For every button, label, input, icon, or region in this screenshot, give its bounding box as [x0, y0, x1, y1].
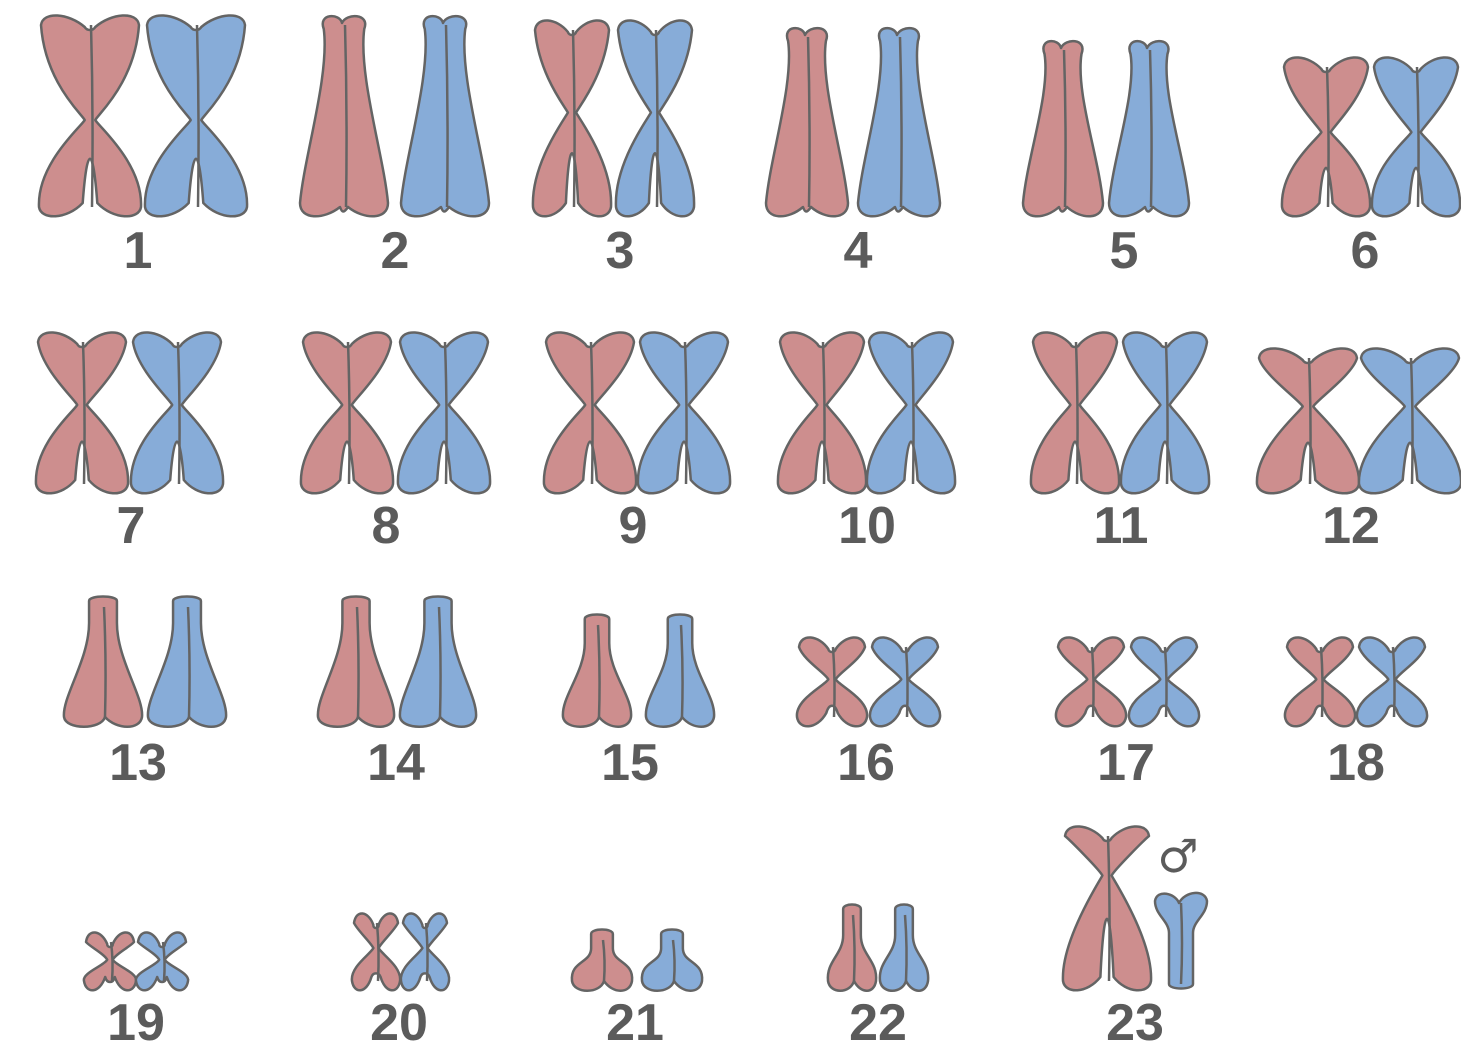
maternal-chromosome-1: [39, 15, 141, 216]
paternal-chromosome-7: [131, 332, 223, 493]
chromosome-label-20: 20: [370, 994, 428, 1050]
maternal-chromosome-17: [1056, 637, 1126, 726]
chromosome-pair-13: [64, 597, 226, 727]
paternal-chromosome-10: [867, 332, 955, 493]
maternal-chromosome-4: [766, 28, 848, 216]
chromosome-label-16: 16: [837, 734, 895, 792]
chromosome-label-8: 8: [372, 497, 401, 555]
chromosome-pair-7: [36, 332, 223, 493]
chromosome-label-21: 21: [606, 994, 664, 1050]
chromosome-label-22: 22: [849, 994, 907, 1050]
chromosome-layer: [36, 15, 1461, 990]
chromosome-label-2: 2: [381, 222, 410, 280]
chromosome-pair-12: [1257, 348, 1461, 493]
chromosome-pair-10: [778, 332, 955, 493]
maternal-chromosome-16: [797, 637, 867, 726]
paternal-chromosome-5: [1109, 41, 1189, 216]
paternal-chromosome-6: [1372, 57, 1460, 216]
maternal-chromosome-10: [778, 332, 866, 493]
maternal-chromosome-15: [563, 615, 631, 727]
chromosome-pair-8: [301, 332, 490, 493]
paternal-chromosome-1: [145, 15, 247, 216]
chromosome-label-5: 5: [1110, 222, 1139, 280]
chromosome-pair-5: [1023, 41, 1189, 216]
chromosome-pair-3: [533, 20, 694, 216]
maternal-chromosome-13: [64, 597, 142, 727]
maternal-chromosome-7: [36, 332, 128, 493]
chromosome-label-10: 10: [838, 497, 896, 555]
maternal-chromosome-19: [84, 932, 136, 990]
chromosome-label-1: 1: [124, 222, 153, 280]
paternal-chromosome-13: [148, 597, 226, 727]
chromosome-label-14: 14: [367, 734, 425, 792]
chromosome-pair-2: [300, 16, 489, 216]
chromosome-label-19: 19: [107, 994, 165, 1050]
chromosome-label-13: 13: [109, 734, 167, 792]
chromosome-pair-6: [1282, 57, 1460, 216]
paternal-chromosome-9: [638, 332, 730, 493]
paternal-chromosome-4: [858, 28, 940, 216]
paternal-chromosome-14: [400, 597, 476, 727]
chromosome-label-15: 15: [601, 734, 659, 792]
maternal-chromosome-5: [1023, 41, 1103, 216]
chromosome-pair-1: [39, 15, 247, 216]
chromosome-label-7: 7: [117, 497, 146, 555]
chromosome-pair-14: [318, 597, 476, 727]
chromosome-label-17: 17: [1097, 734, 1155, 792]
paternal-chromosome-12: [1359, 348, 1461, 493]
paternal-chromosome-21: [642, 930, 702, 991]
chromosome-pair-4: [766, 28, 940, 216]
chromosome-pair-17: [1056, 637, 1199, 726]
chromosome-pair-19: [84, 932, 188, 990]
chromosome-pair-9: [544, 332, 730, 493]
chromosome-label-12: 12: [1322, 497, 1380, 555]
chromosome-label-23: 23: [1106, 994, 1164, 1050]
paternal-chromosome-18: [1357, 637, 1427, 726]
paternal-chromosome-16: [870, 637, 940, 726]
paternal-chromosome-3: [616, 20, 694, 216]
maternal-chromosome-11: [1031, 332, 1119, 493]
maternal-chromosome-21: [572, 930, 632, 991]
chromosome-label-4: 4: [844, 222, 873, 280]
maternal-chromosome-18: [1285, 637, 1355, 726]
male-symbol-icon: ♂: [1157, 829, 1198, 883]
chromosome-pair-20: [352, 913, 449, 990]
chromosome-pair-16: [797, 637, 940, 726]
maternal-chromosome-12: [1257, 348, 1359, 493]
paternal-chromosome-17: [1129, 637, 1199, 726]
maternal-chromosome-23: [1063, 826, 1151, 990]
chromosome-label-11: 11: [1094, 497, 1149, 555]
chromosome-label-3: 3: [606, 222, 635, 280]
maternal-chromosome-6: [1282, 57, 1370, 216]
paternal-chromosome-15: [646, 615, 714, 727]
maternal-chromosome-8: [301, 332, 393, 493]
chromatid-divider: [1181, 903, 1182, 984]
chromosome-pair-18: [1285, 637, 1427, 726]
chromosome-label-18: 18: [1327, 734, 1385, 792]
paternal-chromosome-2: [401, 16, 489, 216]
paternal-chromosome-11: [1121, 332, 1209, 493]
chromosome-pair-15: [563, 615, 714, 727]
maternal-chromosome-2: [300, 16, 388, 216]
paternal-chromosome-8: [398, 332, 490, 493]
maternal-chromosome-3: [533, 20, 611, 216]
chromosome-pair-11: [1031, 332, 1209, 493]
maternal-chromosome-9: [544, 332, 636, 493]
chromosome-label-6: 6: [1351, 222, 1380, 280]
chromosome-pair-21: [572, 930, 702, 991]
chromosome-label-9: 9: [619, 497, 648, 555]
paternal-chromosome-19: [136, 932, 188, 990]
chromosome-pair-22: [828, 905, 928, 991]
maternal-chromosome-14: [318, 597, 394, 727]
